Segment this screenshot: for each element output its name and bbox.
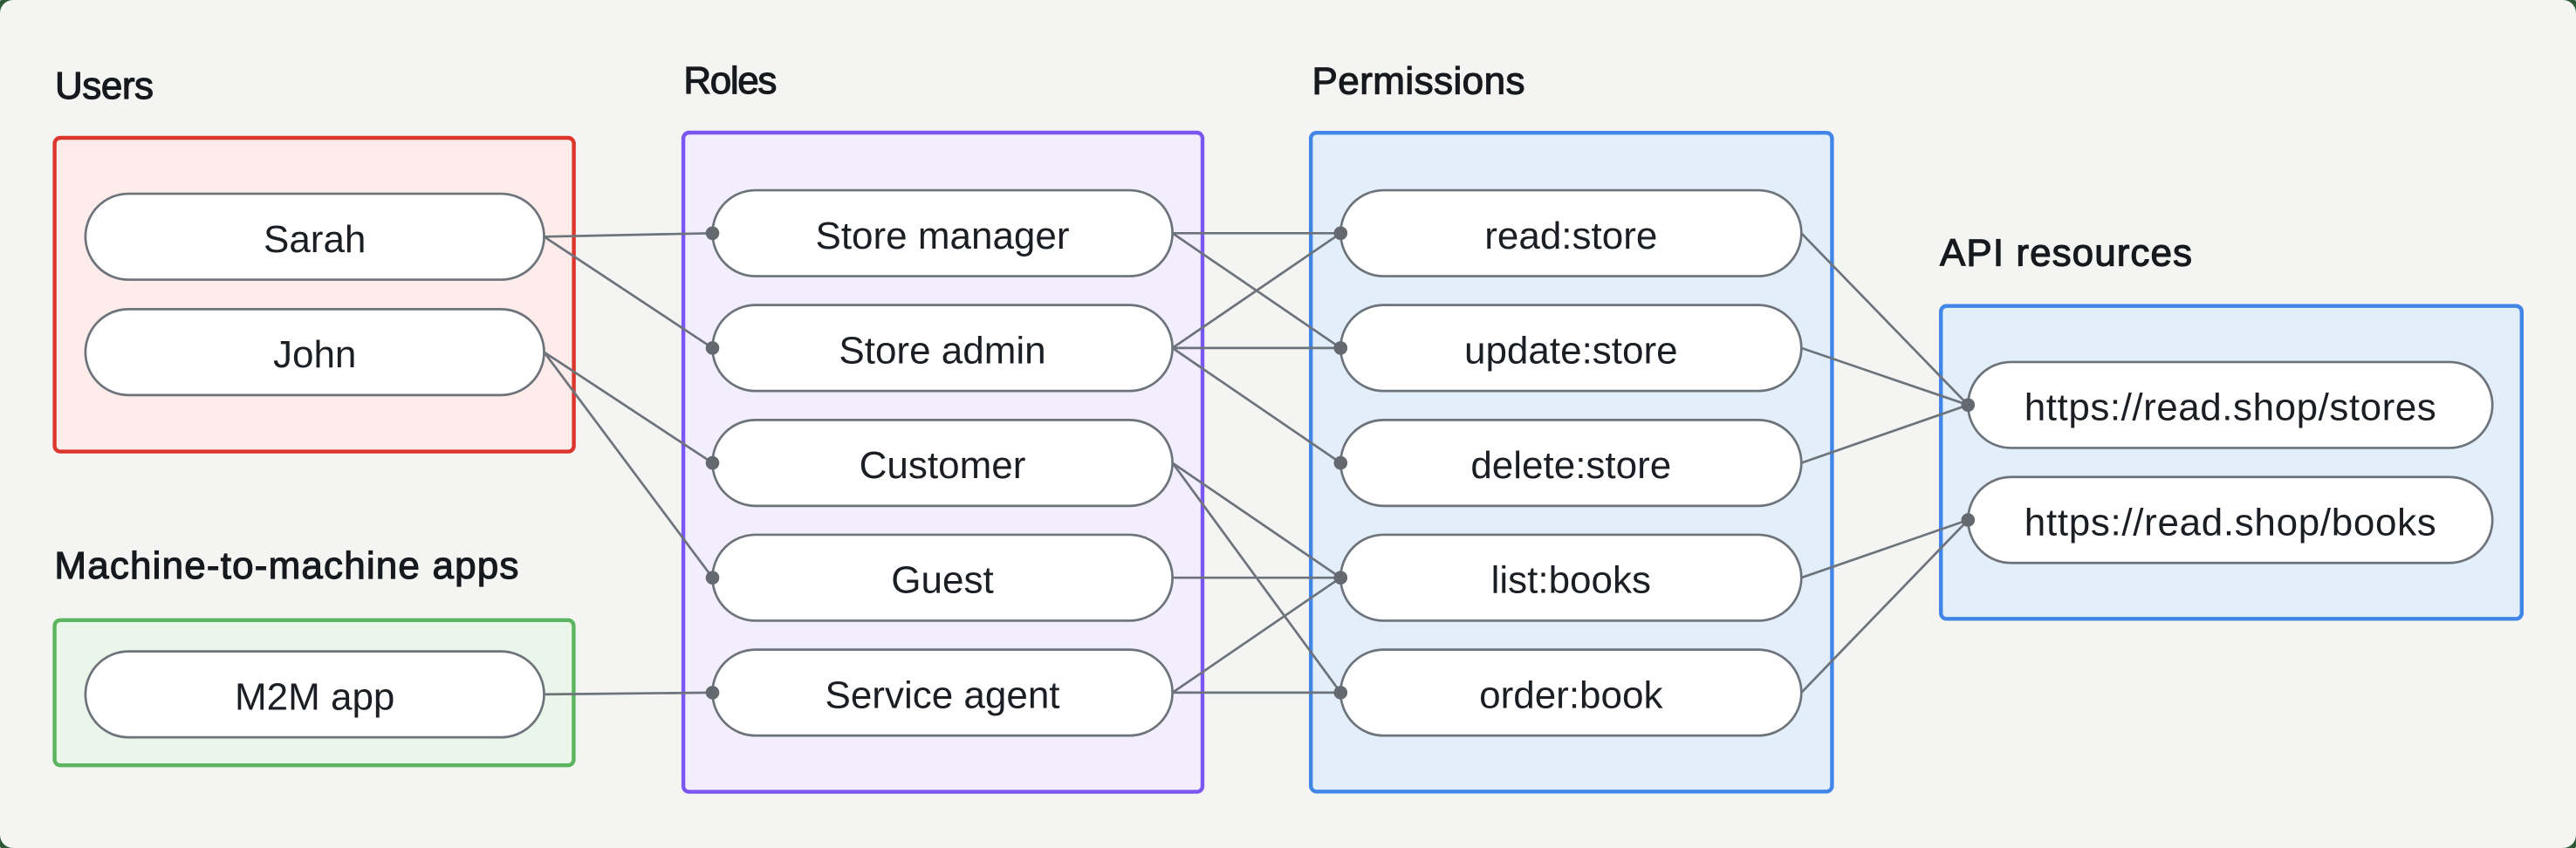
svg-text:Permissions: Permissions [1312,59,1525,102]
svg-text:read:store: read:store [1484,215,1657,257]
svg-text:delete:store: delete:store [1470,444,1671,487]
svg-text:Roles: Roles [683,59,777,102]
svg-text:Store admin: Store admin [839,329,1045,372]
svg-text:API resources: API resources [1940,232,2192,275]
svg-text:update:store: update:store [1464,329,1678,372]
svg-text:Users: Users [55,65,154,107]
svg-text:Service agent: Service agent [825,674,1059,716]
svg-text:Store manager: Store manager [815,215,1069,257]
svg-text:order:book: order:book [1479,674,1663,716]
svg-text:list:books: list:books [1491,559,1651,602]
svg-text:John: John [273,333,356,376]
svg-text:M2M app: M2M app [235,675,394,718]
svg-text:Sarah: Sarah [264,218,366,261]
svg-text:https://read.shop/books: https://read.shop/books [2024,502,2436,544]
svg-text:https://read.shop/stores: https://read.shop/stores [2024,386,2436,429]
svg-text:Guest: Guest [891,559,993,602]
svg-text:Machine-to-machine apps: Machine-to-machine apps [54,544,518,587]
svg-text:Customer: Customer [860,444,1026,487]
